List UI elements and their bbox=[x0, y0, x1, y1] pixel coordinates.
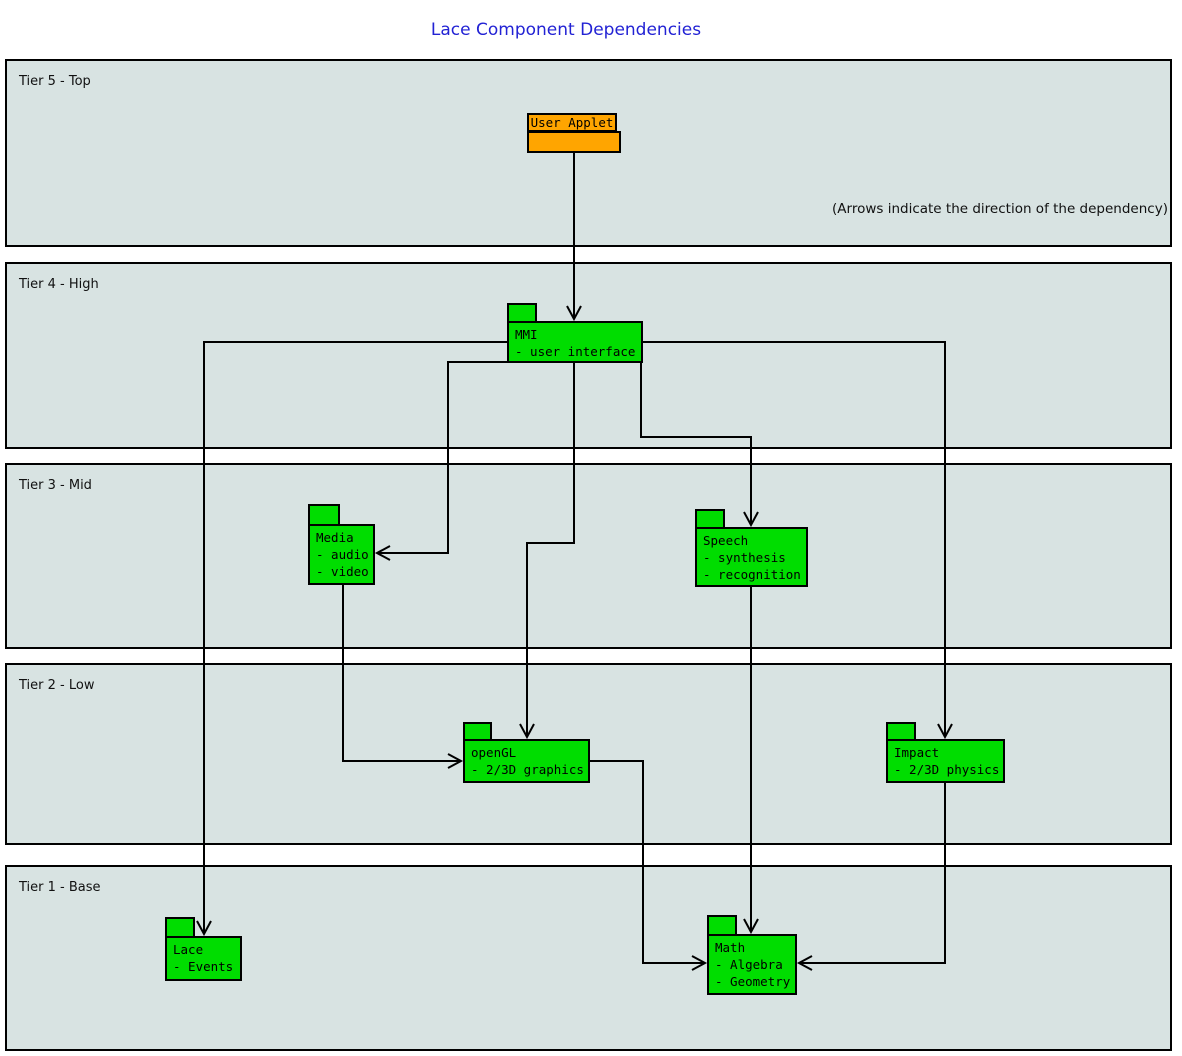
tier-label-1: Tier 1 - Base bbox=[19, 880, 101, 895]
tier-label-3: Tier 3 - Mid bbox=[19, 478, 92, 493]
math-body: Math - Algebra - Geometry bbox=[707, 934, 797, 995]
mmi-folder-tab bbox=[507, 303, 537, 323]
mmi-item: - user interface bbox=[515, 344, 636, 359]
media-body: Media - audio - video bbox=[308, 524, 375, 585]
impact-name: Impact bbox=[894, 745, 940, 760]
impact-body: Impact - 2/3D physics bbox=[886, 739, 1005, 783]
tier-label-2: Tier 2 - Low bbox=[19, 678, 95, 693]
impact-item: - 2/3D physics bbox=[894, 762, 1000, 777]
media-item: - video bbox=[316, 564, 369, 579]
mmi-body: MMI - user interface bbox=[507, 321, 643, 363]
user-applet-label: User Applet bbox=[527, 113, 617, 132]
media-item: - audio bbox=[316, 547, 369, 562]
user-applet-body bbox=[527, 131, 621, 153]
opengl-body: openGL - 2/3D graphics bbox=[463, 739, 590, 783]
math-item: - Algebra bbox=[715, 957, 783, 972]
math-item: - Geometry bbox=[715, 974, 791, 989]
speech-item: - recognition bbox=[703, 567, 801, 582]
math-folder-tab bbox=[707, 915, 737, 936]
tier-band-3: Tier 3 - Mid bbox=[5, 463, 1172, 649]
lace-item: - Events bbox=[173, 959, 234, 974]
mmi-name: MMI bbox=[515, 327, 538, 342]
lace-body: Lace - Events bbox=[165, 936, 242, 981]
diagram-title: Lace Component Dependencies bbox=[430, 20, 702, 40]
arrow-direction-note: (Arrows indicate the direction of the de… bbox=[832, 201, 1168, 217]
media-folder-tab bbox=[308, 504, 340, 526]
speech-name: Speech bbox=[703, 533, 749, 548]
tier-label-5: Tier 5 - Top bbox=[19, 74, 91, 89]
opengl-name: openGL bbox=[471, 745, 517, 760]
speech-folder-tab bbox=[695, 509, 725, 529]
lace-name: Lace bbox=[173, 942, 204, 957]
speech-item: - synthesis bbox=[703, 550, 786, 565]
tier-label-4: Tier 4 - High bbox=[19, 277, 99, 292]
opengl-item: - 2/3D graphics bbox=[471, 762, 584, 777]
speech-body: Speech - synthesis - recognition bbox=[695, 527, 808, 587]
math-name: Math bbox=[715, 940, 746, 955]
media-name: Media bbox=[316, 530, 354, 545]
lace-folder-tab bbox=[165, 917, 195, 938]
tier-band-5: Tier 5 - Top bbox=[5, 59, 1172, 247]
